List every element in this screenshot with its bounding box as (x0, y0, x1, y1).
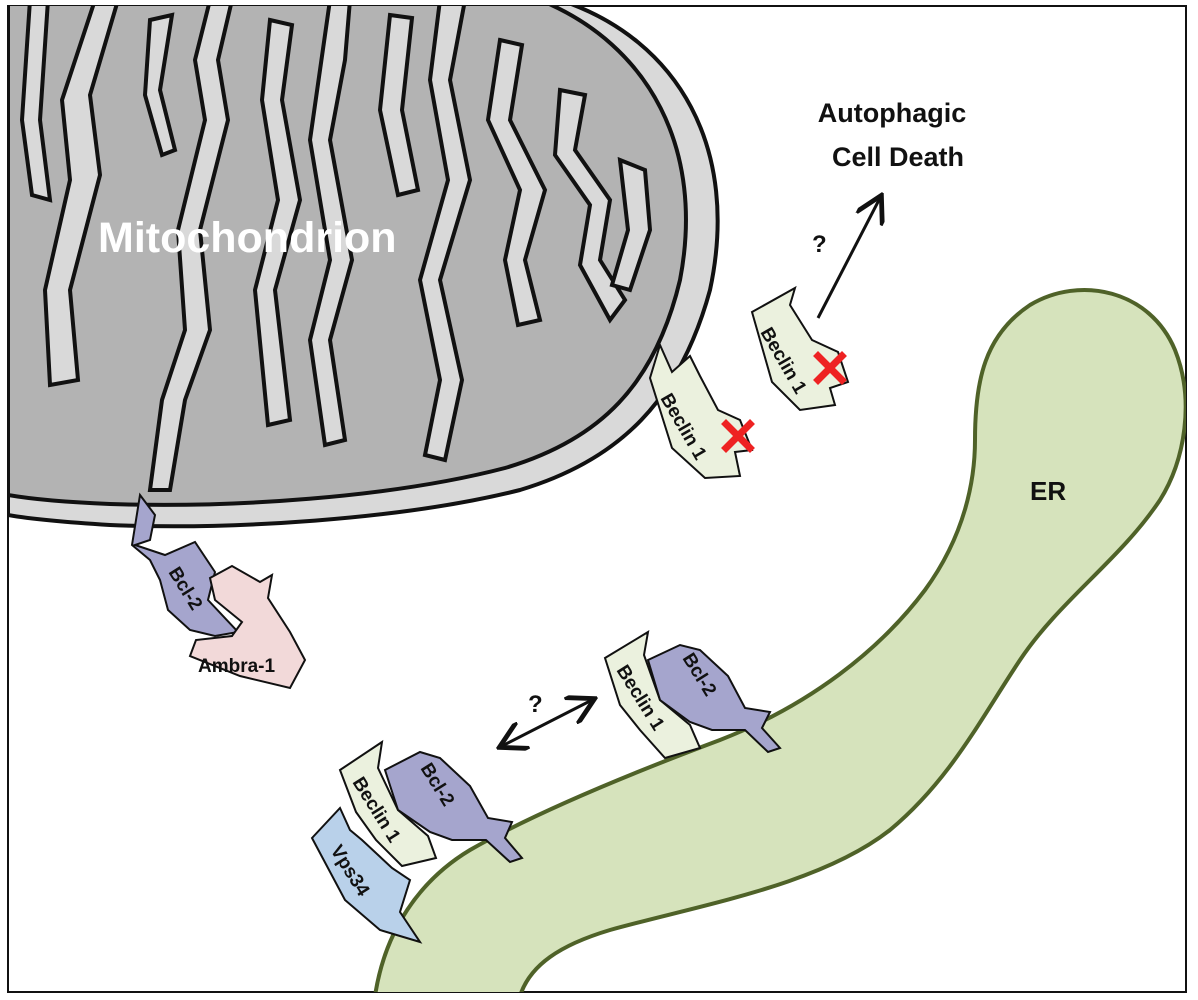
er-organelle (373, 288, 1186, 992)
mitochondrion-label: Mitochondrion (98, 214, 397, 262)
beclin1-er-right: Beclin 1 (603, 630, 702, 760)
inhibition-x-icon-2 (721, 419, 755, 453)
ambra1: Ambra-1 (188, 564, 307, 690)
ambra1-label: Ambra-1 (198, 656, 276, 677)
bcl2-er-right: Bcl-2 (646, 643, 782, 754)
er-label: ER (1030, 476, 1066, 506)
question-mark-lower: ? (528, 691, 543, 718)
vps34: Vps34 (310, 806, 423, 944)
outcome-label-line2: Cell Death (832, 142, 964, 172)
inhibition-x-icon (813, 351, 847, 385)
bcl2-er-left: Bcl-2 (383, 750, 524, 864)
question-mark-upper: ? (812, 231, 827, 258)
double-arrow-exchange (502, 700, 592, 746)
arrow-to-cell-death (816, 198, 880, 319)
cristae (19, 6, 653, 492)
bcl2-mito: Bcl-2 (130, 492, 240, 638)
outcome-label-line1: Autophagic (818, 98, 967, 128)
beclin1-free-left: Beclin 1 (648, 342, 755, 480)
